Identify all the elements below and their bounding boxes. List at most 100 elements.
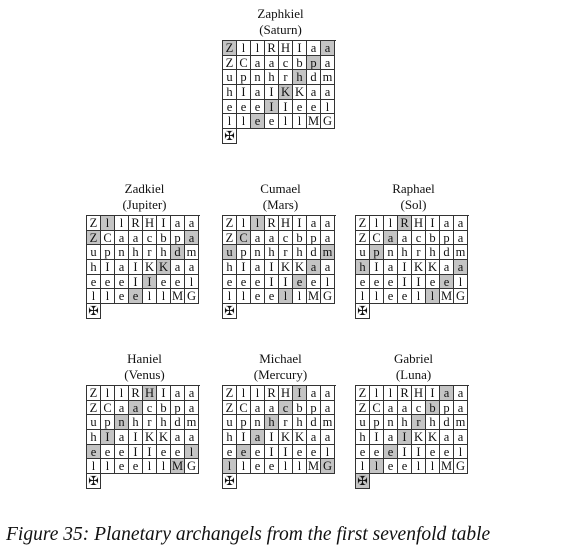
planet-name: (Jupiter) bbox=[122, 197, 167, 212]
grid-cell: l bbox=[279, 289, 293, 305]
grid-cell: Z bbox=[223, 400, 237, 416]
grid-cell: l bbox=[412, 459, 426, 475]
grid-cell: I bbox=[157, 386, 171, 401]
grid-cell: e bbox=[157, 274, 171, 290]
grid-cell: n bbox=[384, 415, 398, 431]
grid-cell: a bbox=[265, 400, 279, 416]
grid-cell: e bbox=[115, 459, 129, 475]
grid-cell: u bbox=[87, 245, 101, 261]
grid-cell: l bbox=[293, 114, 307, 130]
archangel-name: Gabriel bbox=[394, 351, 433, 366]
archangel-name: Raphael bbox=[392, 181, 435, 196]
grid-cell: e bbox=[293, 274, 307, 290]
grid-cell: Z bbox=[87, 230, 101, 246]
grid-cell: I bbox=[129, 260, 143, 275]
grid-cell: I bbox=[143, 444, 157, 460]
grid-cell: M bbox=[171, 459, 185, 475]
grid-cell: e bbox=[251, 274, 265, 290]
grid-cell: a bbox=[251, 400, 265, 416]
grid-cell: m bbox=[185, 245, 199, 261]
grid-cell: h bbox=[223, 430, 237, 445]
grid-cell: K bbox=[426, 430, 440, 445]
grid-cell: M bbox=[307, 289, 321, 305]
grid-cell: l bbox=[237, 386, 251, 401]
grid-cell: l bbox=[321, 444, 335, 460]
grid-cell: l bbox=[251, 216, 265, 231]
grid-cell: I bbox=[426, 386, 440, 401]
grid-cell: ✠ bbox=[223, 474, 237, 489]
grid-cell: a bbox=[454, 230, 468, 246]
grid-cell: I bbox=[265, 444, 279, 460]
grid-cell: a bbox=[454, 386, 468, 401]
grid-cell: l bbox=[426, 289, 440, 305]
grid-cell: a bbox=[454, 430, 468, 445]
grid-cell: G bbox=[321, 289, 335, 305]
grid-cell: K bbox=[157, 260, 171, 275]
grid-cell: l bbox=[454, 444, 468, 460]
grid-cell: n bbox=[251, 70, 265, 86]
grid-cell: a bbox=[171, 216, 185, 231]
figure-caption: Figure 35: Planetary archangels from the… bbox=[6, 524, 491, 545]
grid-cell: I bbox=[237, 260, 251, 275]
grid-cell: h bbox=[356, 260, 370, 275]
planet-name: (Saturn) bbox=[259, 22, 302, 37]
grid-cell: l bbox=[143, 459, 157, 475]
grid-cell: e bbox=[223, 274, 237, 290]
grid-cell: R bbox=[398, 216, 412, 231]
grid-cell: l bbox=[384, 386, 398, 401]
grid-cell: l bbox=[101, 216, 115, 231]
grid-cell: a bbox=[307, 430, 321, 445]
grid-cell: e bbox=[356, 444, 370, 460]
archangel-name: Zadkiel bbox=[124, 181, 165, 196]
grid-cell: d bbox=[307, 245, 321, 261]
grid-cell: e bbox=[398, 289, 412, 305]
grid-cell: p bbox=[307, 400, 321, 416]
grid-cell: K bbox=[143, 260, 157, 275]
grid-cell: l bbox=[384, 216, 398, 231]
grid-cell: Z bbox=[356, 230, 370, 246]
grid-cell: e bbox=[307, 99, 321, 115]
grid-cell: l bbox=[370, 459, 384, 475]
grid-cell: e bbox=[265, 459, 279, 475]
grid-cell: b bbox=[157, 400, 171, 416]
grid-cell: l bbox=[87, 459, 101, 475]
grid-cell: l bbox=[237, 216, 251, 231]
grid-cell: h bbox=[398, 245, 412, 261]
grid-cell: c bbox=[412, 230, 426, 246]
archangel-name: Michael bbox=[259, 351, 302, 366]
grid-cell: e bbox=[171, 274, 185, 290]
grid-cell: l bbox=[293, 289, 307, 305]
grid-cell: l bbox=[101, 289, 115, 305]
grid-cell: l bbox=[370, 289, 384, 305]
grid-cell: p bbox=[101, 245, 115, 261]
grid-cell: d bbox=[440, 415, 454, 431]
grid-cell: ✠ bbox=[223, 304, 237, 319]
grid-cell: I bbox=[143, 274, 157, 290]
grid-cell: Z bbox=[356, 400, 370, 416]
grid-cell: r bbox=[412, 415, 426, 431]
grid-cell: e bbox=[223, 99, 237, 115]
grid-cell: a bbox=[398, 230, 412, 246]
grid-cell: e bbox=[440, 274, 454, 290]
grid-cell: R bbox=[265, 386, 279, 401]
grid-cell: l bbox=[185, 444, 199, 460]
grid-cell: e bbox=[129, 289, 143, 305]
grid-cell: a bbox=[384, 260, 398, 275]
grid-cell: e bbox=[101, 444, 115, 460]
grid-cell: H bbox=[279, 41, 293, 56]
grid-cell: a bbox=[171, 260, 185, 275]
grid-cell: a bbox=[265, 55, 279, 71]
grid-cell: I bbox=[398, 260, 412, 275]
grid-cell: a bbox=[440, 216, 454, 231]
grid-cell: r bbox=[279, 245, 293, 261]
grid-cell: e bbox=[237, 99, 251, 115]
grid-cell: a bbox=[321, 55, 335, 71]
grid-cell: a bbox=[171, 386, 185, 401]
grid-cell: I bbox=[398, 274, 412, 290]
grid-cell: e bbox=[370, 444, 384, 460]
grid-cell: e bbox=[171, 444, 185, 460]
